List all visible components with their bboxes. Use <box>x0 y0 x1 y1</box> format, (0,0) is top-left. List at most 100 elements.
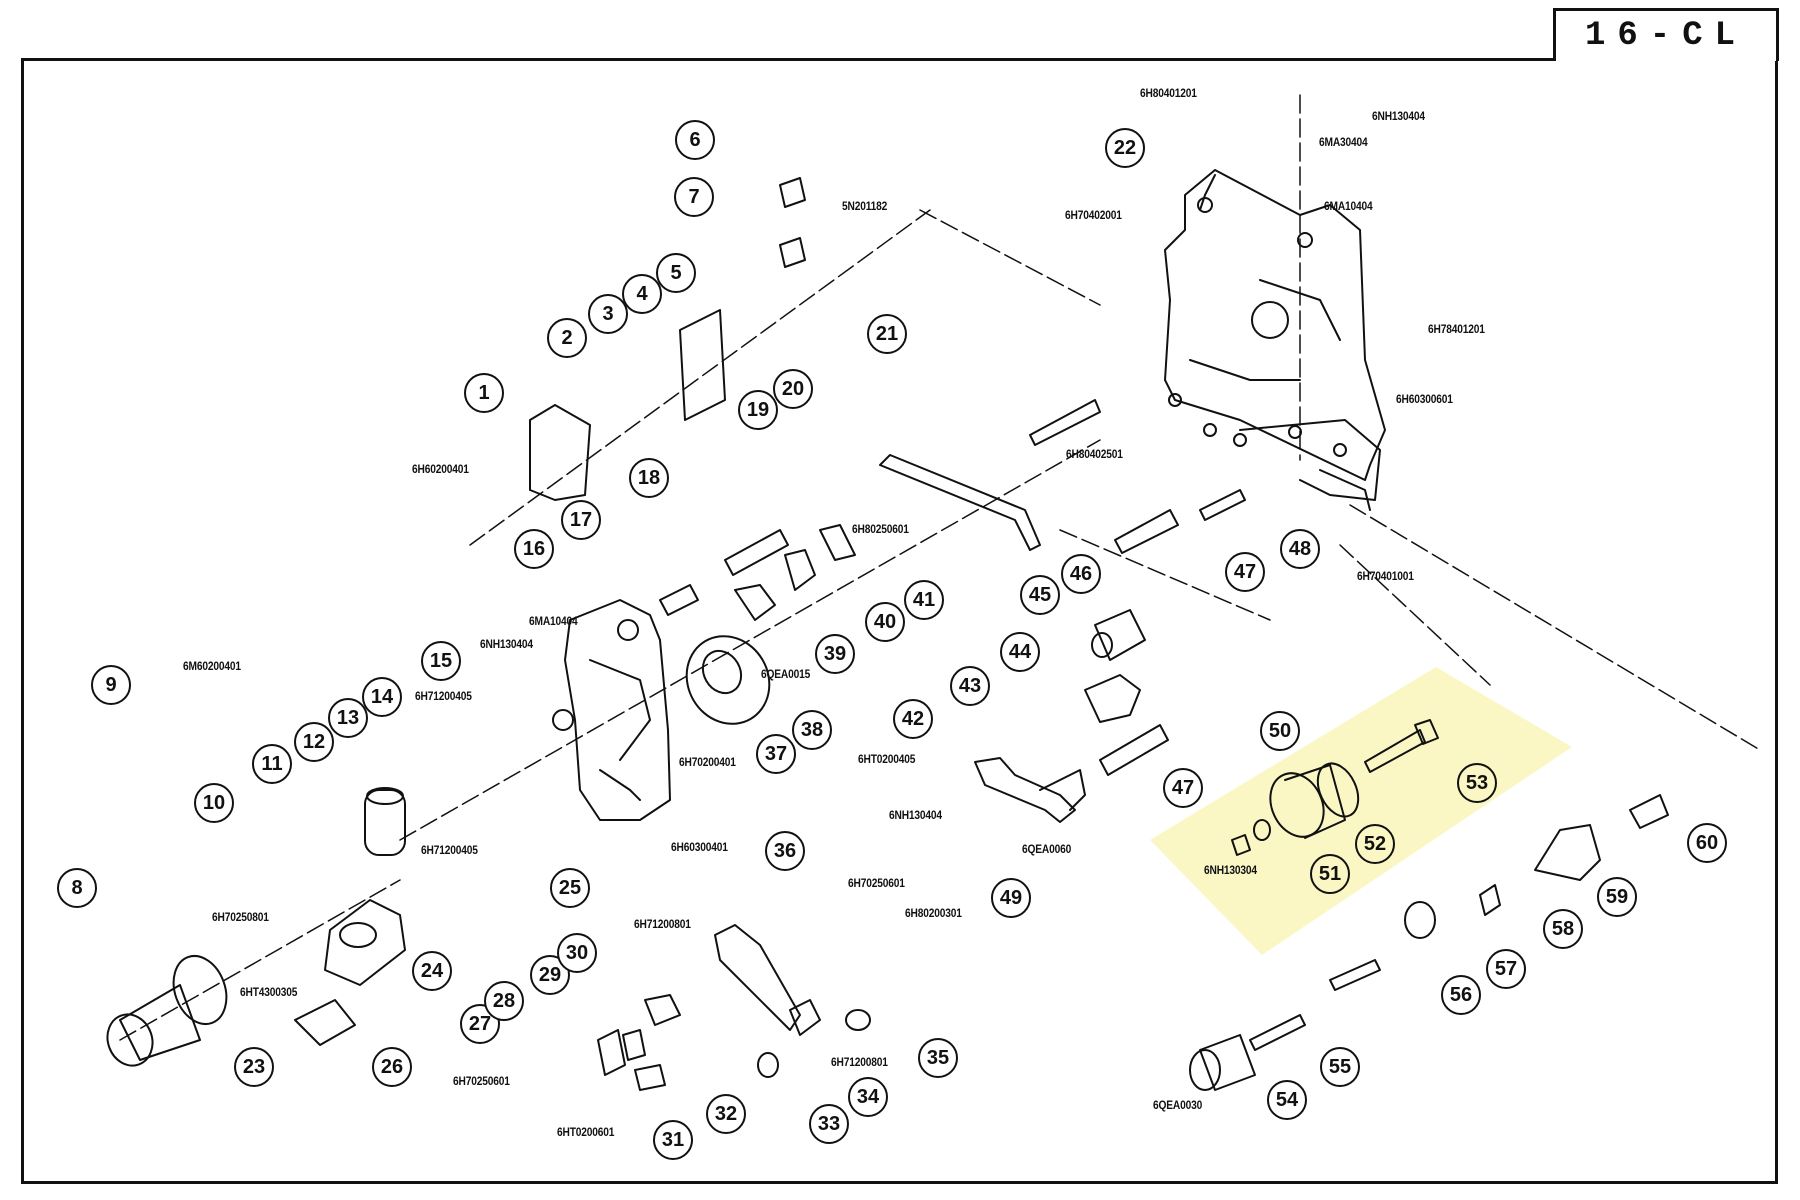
callout-59[interactable]: 59 <box>1597 877 1637 917</box>
callout-9[interactable]: 9 <box>91 665 131 705</box>
callout-number: 6 <box>689 128 701 151</box>
callout-40[interactable]: 40 <box>865 602 905 642</box>
callout-38[interactable]: 38 <box>792 710 832 750</box>
connector-7 <box>779 237 806 268</box>
callout-47[interactable]: 47 <box>1163 768 1203 808</box>
callout-58[interactable]: 58 <box>1543 909 1583 949</box>
callout-number: 39 <box>823 642 847 665</box>
callout-42[interactable]: 42 <box>893 699 933 739</box>
pad <box>294 999 356 1046</box>
part-number-label: 6H78401201 <box>1428 322 1485 336</box>
callout-31[interactable]: 31 <box>653 1120 693 1160</box>
bracket-44 <box>1084 674 1141 723</box>
part-number-label: 6H70250801 <box>212 910 269 924</box>
callout-50[interactable]: 50 <box>1260 711 1300 751</box>
callout-23[interactable]: 23 <box>234 1047 274 1087</box>
callout-number: 8 <box>71 876 83 899</box>
part-number-label: 6NH130404 <box>1372 109 1425 123</box>
callout-32[interactable]: 32 <box>706 1094 746 1134</box>
callout-number: 47 <box>1233 560 1257 583</box>
part-number-label: 6H80200301 <box>905 906 962 920</box>
nut-53 <box>1414 719 1439 745</box>
callout-51[interactable]: 51 <box>1310 854 1350 894</box>
callout-19[interactable]: 19 <box>738 390 778 430</box>
plate-39 <box>734 584 776 621</box>
callout-46[interactable]: 46 <box>1061 554 1101 594</box>
callout-5[interactable]: 5 <box>656 253 696 293</box>
diagram-frame <box>21 58 1778 1184</box>
callout-18[interactable]: 18 <box>629 458 669 498</box>
callout-47[interactable]: 47 <box>1225 552 1265 592</box>
part-number-label: 6MA10404 <box>1324 199 1373 213</box>
callout-1[interactable]: 1 <box>464 373 504 413</box>
callout-55[interactable]: 55 <box>1320 1047 1360 1087</box>
callout-22[interactable]: 22 <box>1105 128 1145 168</box>
callout-number: 56 <box>1449 983 1473 1006</box>
callout-48[interactable]: 48 <box>1280 529 1320 569</box>
callout-41[interactable]: 41 <box>904 580 944 620</box>
callout-26[interactable]: 26 <box>372 1047 412 1087</box>
spring-58 <box>1479 884 1501 916</box>
callout-number: 37 <box>764 742 788 765</box>
callout-number: 28 <box>492 989 516 1012</box>
callout-number: 2 <box>561 326 573 349</box>
callout-7[interactable]: 7 <box>674 177 714 217</box>
part-number-label: 6H80402501 <box>1066 447 1123 461</box>
callout-43[interactable]: 43 <box>950 666 990 706</box>
callout-35[interactable]: 35 <box>918 1038 958 1078</box>
callout-14[interactable]: 14 <box>362 677 402 717</box>
part-number-label: 6NH130304 <box>1204 863 1257 877</box>
callout-11[interactable]: 11 <box>252 744 292 784</box>
callout-number: 46 <box>1069 562 1093 585</box>
callout-number: 23 <box>242 1055 266 1078</box>
callout-45[interactable]: 45 <box>1020 575 1060 615</box>
callout-12[interactable]: 12 <box>294 722 334 762</box>
callout-33[interactable]: 33 <box>809 1104 849 1144</box>
callout-25[interactable]: 25 <box>550 868 590 908</box>
callout-10[interactable]: 10 <box>194 783 234 823</box>
callout-3[interactable]: 3 <box>588 294 628 334</box>
callout-52[interactable]: 52 <box>1355 824 1395 864</box>
callout-number: 20 <box>781 377 805 400</box>
callout-21[interactable]: 21 <box>867 314 907 354</box>
callout-number: 57 <box>1494 957 1518 980</box>
callout-13[interactable]: 13 <box>328 698 368 738</box>
callout-16[interactable]: 16 <box>514 529 554 569</box>
callout-44[interactable]: 44 <box>1000 632 1040 672</box>
pin-47-upper <box>1114 509 1179 554</box>
callout-60[interactable]: 60 <box>1687 823 1727 863</box>
callout-20[interactable]: 20 <box>773 369 813 409</box>
main-frame-plate <box>1164 169 1386 511</box>
callout-number: 13 <box>336 706 360 729</box>
part-number-label: 6H70402001 <box>1065 208 1122 222</box>
callout-57[interactable]: 57 <box>1486 949 1526 989</box>
callout-15[interactable]: 15 <box>421 641 461 681</box>
callout-27[interactable]: 27 <box>460 1004 500 1044</box>
callout-56[interactable]: 56 <box>1441 975 1481 1015</box>
callout-24[interactable]: 24 <box>412 951 452 991</box>
callout-36[interactable]: 36 <box>765 831 805 871</box>
nut-51 <box>1231 834 1251 856</box>
callout-30[interactable]: 30 <box>557 933 597 973</box>
callout-54[interactable]: 54 <box>1267 1080 1307 1120</box>
callout-number: 33 <box>817 1112 841 1135</box>
part-number-label: 6H60300601 <box>1396 392 1453 406</box>
callout-28[interactable]: 28 <box>484 981 524 1021</box>
callout-53[interactable]: 53 <box>1457 763 1497 803</box>
shaft-18 <box>724 529 789 576</box>
callout-number: 30 <box>565 941 589 964</box>
callout-34[interactable]: 34 <box>848 1077 888 1117</box>
callout-number: 49 <box>999 886 1023 909</box>
callout-49[interactable]: 49 <box>991 878 1031 918</box>
callout-number: 53 <box>1465 771 1489 794</box>
callout-4[interactable]: 4 <box>622 274 662 314</box>
callout-39[interactable]: 39 <box>815 634 855 674</box>
base-bracket <box>324 899 406 986</box>
callout-17[interactable]: 17 <box>561 500 601 540</box>
callout-number: 43 <box>958 674 982 697</box>
callout-37[interactable]: 37 <box>756 734 796 774</box>
callout-6[interactable]: 6 <box>675 120 715 160</box>
callout-number: 26 <box>380 1055 404 1078</box>
callout-8[interactable]: 8 <box>57 868 97 908</box>
callout-2[interactable]: 2 <box>547 318 587 358</box>
